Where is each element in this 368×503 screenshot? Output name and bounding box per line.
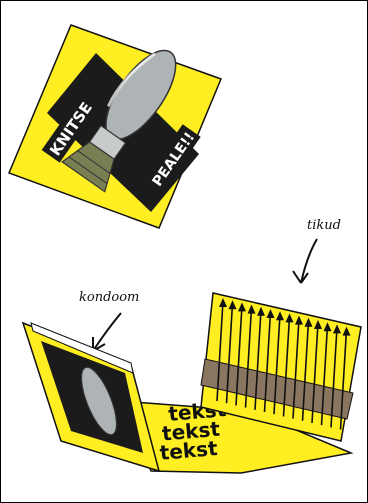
- matchbook: tekst tekst tekst: [23, 293, 361, 473]
- flap-text-3: tekst: [159, 436, 219, 465]
- poster: KNITSE PEALE!!: [9, 25, 221, 228]
- condom-label: kondoom: [79, 290, 139, 305]
- matches-label: tikud: [307, 218, 341, 233]
- arrow-icon: [293, 239, 317, 283]
- arrow-icon: [93, 313, 121, 351]
